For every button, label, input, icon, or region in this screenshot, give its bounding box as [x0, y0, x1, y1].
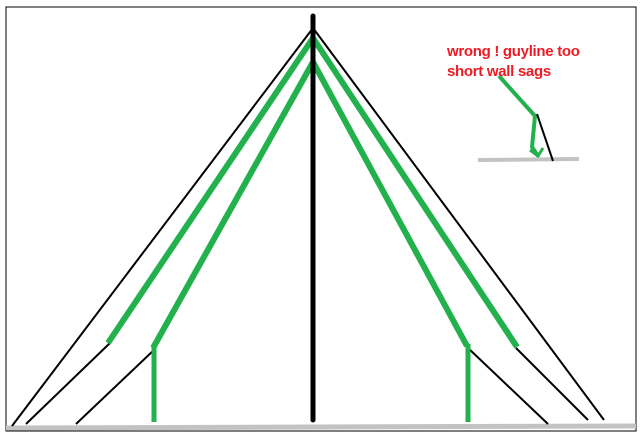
- annotation-text: wrong ! guyline too short wall sags: [447, 42, 597, 82]
- guy-line-right-lower: [515, 347, 589, 421]
- annotation-line-2: short wall sags: [447, 63, 551, 80]
- inset-ground-line: [477, 157, 580, 162]
- annotation-arrowhead: [529, 147, 545, 159]
- guy-line-left-lower: [25, 342, 111, 425]
- guy-line-left-inner: [75, 348, 156, 425]
- ground-line: [5, 423, 637, 431]
- guy-line-left-outer: [11, 27, 314, 427]
- annotation-pointer: [497, 74, 540, 158]
- annotation-line-1: wrong ! guyline too: [447, 43, 580, 60]
- guy-line-right-outer: [312, 27, 605, 421]
- frame-border: [5, 6, 637, 432]
- inset-guy-line: [536, 113, 554, 162]
- guy-line-right-inner: [467, 347, 549, 425]
